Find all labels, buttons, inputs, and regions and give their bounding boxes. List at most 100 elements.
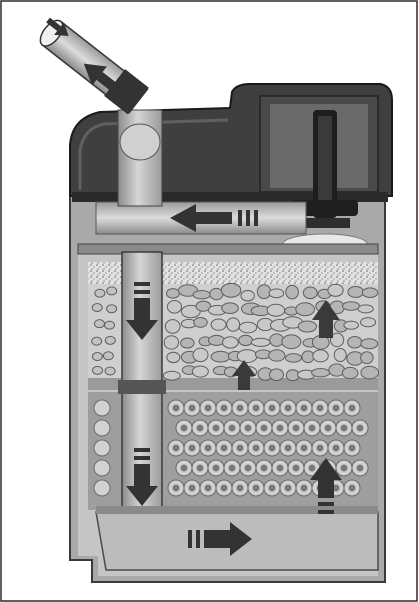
stone-piece bbox=[210, 318, 227, 331]
stone-piece bbox=[191, 365, 209, 378]
stone-piece bbox=[238, 334, 254, 347]
stone-piece bbox=[256, 284, 272, 300]
stone-piece bbox=[360, 351, 374, 365]
ring-pieces bbox=[93, 399, 369, 497]
ceramic-ring-hole bbox=[356, 464, 364, 472]
ceramic-ring bbox=[93, 439, 111, 457]
ceramic-ring-hole bbox=[252, 444, 260, 452]
ceramic-ring-hole bbox=[236, 484, 244, 492]
stone-piece bbox=[250, 337, 271, 347]
stone-piece bbox=[360, 338, 379, 350]
stone-piece bbox=[347, 335, 363, 349]
ceramic-ring-hole bbox=[220, 484, 228, 492]
ceramic-ring-hole bbox=[196, 464, 204, 472]
rings-up-arrow bbox=[310, 458, 342, 514]
stone-piece bbox=[226, 317, 241, 332]
ceramic-ring-hole bbox=[356, 424, 364, 432]
stone-piece bbox=[301, 350, 315, 364]
lid-channel-arrow bbox=[170, 204, 258, 232]
stone-piece bbox=[192, 289, 211, 300]
ceramic-ring-hole bbox=[180, 424, 188, 432]
stone-piece bbox=[343, 320, 359, 330]
stone-piece bbox=[360, 365, 380, 380]
stone-piece bbox=[180, 337, 195, 349]
stone-piece bbox=[312, 349, 329, 363]
stone-piece bbox=[220, 282, 242, 298]
stone-piece bbox=[266, 303, 286, 317]
ceramic-ring-hole bbox=[268, 404, 276, 412]
ceramic-ring-hole bbox=[268, 484, 276, 492]
ceramic-ring-hole bbox=[332, 444, 340, 452]
ceramic-ring-hole bbox=[340, 424, 348, 432]
stone-piece bbox=[193, 316, 208, 328]
ceramic-ring-hole bbox=[340, 464, 348, 472]
stone-piece bbox=[333, 347, 347, 363]
stone-piece bbox=[94, 288, 106, 298]
gravel-right-arrow bbox=[312, 300, 340, 338]
ceramic-ring-hole bbox=[252, 404, 260, 412]
stone-piece bbox=[207, 334, 226, 346]
ceramic-ring-hole bbox=[188, 484, 196, 492]
stone-piece bbox=[222, 336, 239, 349]
ceramic-ring-hole bbox=[196, 424, 204, 432]
gravel-mid-arrow bbox=[232, 360, 256, 390]
stone-piece bbox=[302, 286, 318, 300]
ceramic-ring-hole bbox=[188, 404, 196, 412]
ceramic-ring-hole bbox=[324, 424, 332, 432]
downtube-arrow-upper bbox=[126, 282, 158, 340]
stone-piece bbox=[285, 353, 302, 363]
stone-piece bbox=[92, 365, 104, 375]
stone-piece bbox=[236, 349, 258, 364]
stone-piece bbox=[268, 349, 286, 362]
stone-piece bbox=[361, 287, 379, 298]
ceramic-ring-hole bbox=[284, 404, 292, 412]
ceramic-ring-hole bbox=[308, 464, 316, 472]
stone-piece bbox=[285, 284, 299, 300]
ceramic-ring-hole bbox=[292, 424, 300, 432]
ceramic-ring-hole bbox=[236, 444, 244, 452]
ceramic-ring-hole bbox=[188, 444, 196, 452]
stone-piece bbox=[165, 288, 180, 299]
stone-piece bbox=[240, 289, 255, 302]
ceramic-ring-hole bbox=[292, 464, 300, 472]
stone-piece bbox=[221, 302, 239, 314]
tray-arrow bbox=[188, 522, 252, 556]
stone-piece bbox=[347, 285, 364, 298]
stone-piece bbox=[357, 304, 374, 314]
outlet-arrow bbox=[83, 63, 124, 96]
ceramic-ring-hole bbox=[348, 444, 356, 452]
stone-piece bbox=[297, 320, 317, 333]
stone-piece bbox=[327, 283, 344, 297]
stone-piece bbox=[104, 335, 116, 345]
stone-piece bbox=[268, 368, 285, 382]
stone-piece bbox=[341, 301, 360, 311]
ceramic-ring-hole bbox=[204, 404, 212, 412]
stone-piece bbox=[166, 351, 181, 364]
stone-piece bbox=[106, 304, 118, 314]
stone-piece bbox=[91, 352, 103, 362]
ceramic-ring-hole bbox=[300, 404, 308, 412]
stone-piece bbox=[106, 286, 118, 296]
stone-piece bbox=[93, 319, 105, 329]
ceramic-ring-hole bbox=[220, 444, 228, 452]
stone-piece bbox=[162, 370, 181, 381]
stone-piece bbox=[281, 334, 302, 350]
ceramic-ring bbox=[93, 479, 111, 497]
ceramic-ring-hole bbox=[220, 404, 228, 412]
stone-piece bbox=[166, 299, 183, 314]
ceramic-ring-hole bbox=[212, 424, 220, 432]
ceramic-ring-hole bbox=[228, 464, 236, 472]
ceramic-ring-hole bbox=[244, 424, 252, 432]
ceramic-ring-hole bbox=[172, 444, 180, 452]
stone-piece bbox=[102, 351, 114, 361]
ceramic-ring-hole bbox=[284, 484, 292, 492]
ceramic-ring-hole bbox=[260, 424, 268, 432]
ceramic-ring-hole bbox=[348, 404, 356, 412]
ceramic-ring-hole bbox=[244, 464, 252, 472]
stone-piece bbox=[311, 368, 331, 378]
ceramic-ring-hole bbox=[308, 424, 316, 432]
stone-piece bbox=[195, 300, 212, 312]
ceramic-ring-hole bbox=[316, 444, 324, 452]
stone-piece bbox=[341, 366, 359, 380]
